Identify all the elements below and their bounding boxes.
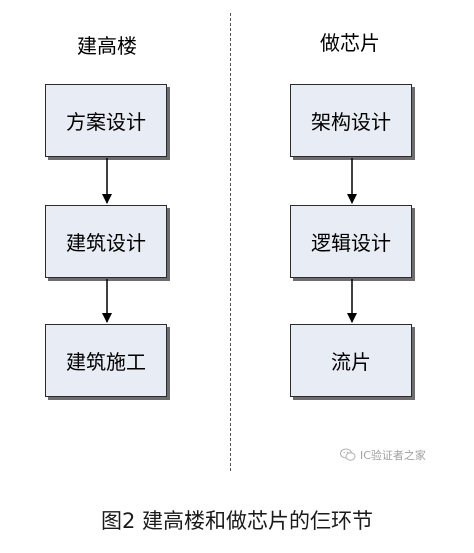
step-box-architectural-design: 建筑设计 bbox=[45, 205, 167, 278]
watermark-text: IC验证者之家 bbox=[360, 449, 426, 462]
figure-caption: 图2 建高楼和做芯片的仨环节 bbox=[100, 509, 374, 533]
left-column-title: 建高楼 bbox=[77, 34, 137, 58]
step-box-logic-design: 逻辑设计 bbox=[290, 205, 412, 278]
wechat-icon bbox=[340, 448, 356, 461]
step-box-construction: 建筑施工 bbox=[45, 324, 167, 397]
step-box-scheme-design: 方案设计 bbox=[45, 84, 167, 157]
column-divider bbox=[230, 13, 231, 471]
right-column-title: 做芯片 bbox=[320, 31, 380, 55]
step-box-tapeout: 流片 bbox=[290, 324, 412, 397]
step-box-architecture-design: 架构设计 bbox=[290, 84, 412, 157]
watermark: IC验证者之家 bbox=[340, 447, 426, 463]
